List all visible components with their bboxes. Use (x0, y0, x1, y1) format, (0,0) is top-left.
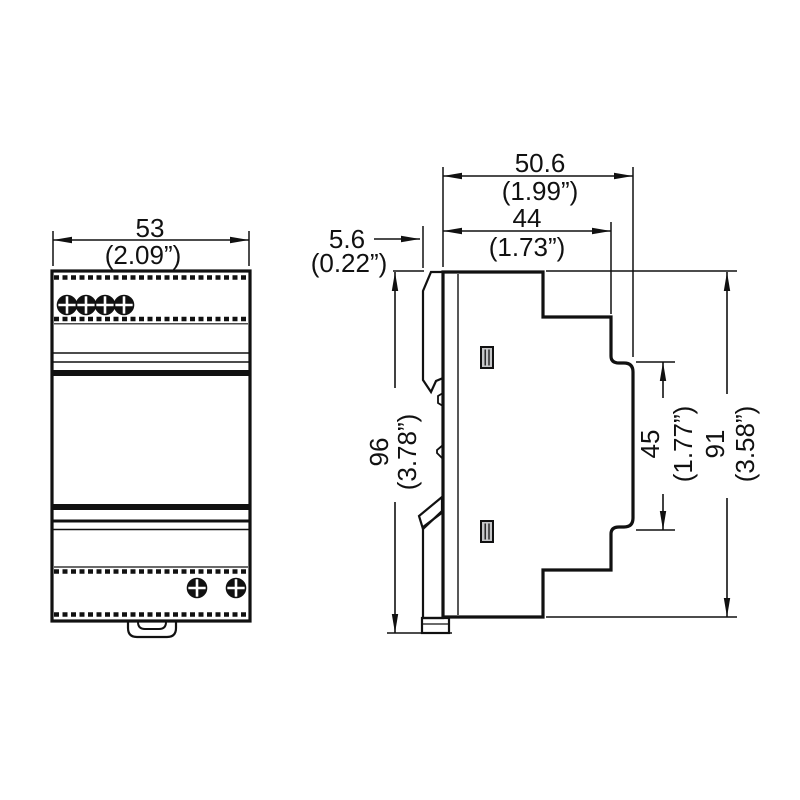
screw-icon (225, 577, 247, 599)
dim-side-rear-clip-depth: 5.6 (0.22”) (311, 224, 424, 278)
screw-icon (113, 294, 135, 316)
din-clip-rear (417, 270, 451, 635)
screw-icon (75, 294, 97, 316)
latch-highlight (423, 505, 439, 519)
overall-height-mm: 96 (364, 438, 394, 467)
side-view: 50.6 (1.99”) 44 (1.73”) 5.6 (0.22”) 96 (… (311, 148, 760, 635)
vent-slot-icon (480, 346, 494, 369)
front-width-mm: 53 (136, 213, 165, 243)
dim-side-front-face-height: 45 (1.77”) (635, 361, 698, 531)
front-view: 53 (2.09”) (50, 213, 252, 639)
dim-side-body-height: 91 (3.58”) (546, 270, 760, 618)
din-clip-lower-block (421, 509, 445, 620)
front-face-height-inches: (1.77”) (668, 406, 698, 483)
screw-icon (56, 294, 78, 316)
front-face-height-mm: 45 (635, 430, 665, 459)
overall-height-inches: (3.78”) (392, 414, 422, 491)
front-width-inches: (2.09”) (105, 240, 182, 270)
body-depth-inches: (1.73”) (489, 232, 566, 262)
screw-icon (186, 577, 208, 599)
rear-clip-depth-inches: (0.22”) (311, 248, 388, 278)
terminal-screws-bottom (186, 577, 247, 599)
front-view-body (50, 269, 252, 623)
body-height-mm: 91 (700, 430, 730, 459)
din-clip-upper-hook (421, 270, 445, 395)
body-depth-mm: 44 (513, 203, 542, 233)
overall-depth-inches: (1.99”) (502, 176, 579, 206)
dim-side-overall-depth: 50.6 (1.99”) (442, 148, 634, 357)
dim-front-width: 53 (2.09”) (52, 213, 250, 270)
dim-side-overall-height: 96 (3.78”) (364, 270, 452, 634)
body-height-inches: (3.58”) (730, 406, 760, 483)
rear-clip-depth-mm: 5.6 (329, 224, 365, 254)
din-release-tab-front (126, 621, 178, 639)
side-view-body (441, 270, 635, 619)
terminal-screws-top (56, 294, 135, 316)
dim-side-body-depth: 44 (1.73”) (442, 203, 612, 314)
vent-slot-icon (480, 520, 494, 543)
din-release-tab-side (420, 616, 451, 635)
overall-depth-mm: 50.6 (515, 148, 566, 178)
screw-icon (94, 294, 116, 316)
